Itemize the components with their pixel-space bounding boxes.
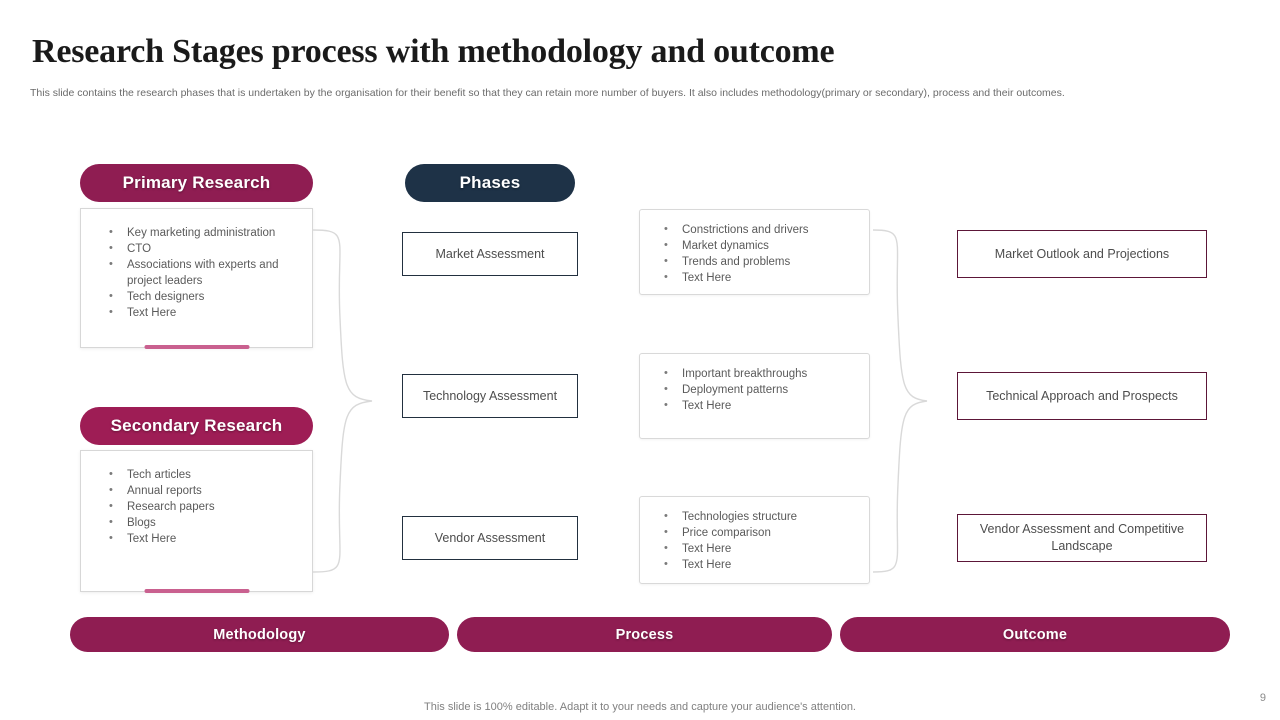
phases-label: Phases (459, 173, 521, 192)
list-item: Annual reports (95, 482, 300, 499)
list-item: Text Here (95, 530, 300, 547)
footer-note: This slide is 100% editable. Adapt it to… (424, 701, 856, 713)
outcome-box-technical-approach: Technical Approach and Prospects (957, 372, 1207, 420)
bottom-bar-methodology-label: Methodology (213, 626, 306, 643)
page-title: Research Stages process with methodology… (32, 33, 835, 70)
list-item: Text Here (652, 540, 859, 557)
list-item: Associations with experts and project le… (95, 256, 300, 289)
process-list: Technologies structure Price comparison … (640, 497, 869, 573)
page-subtitle: This slide contains the research phases … (30, 87, 1065, 99)
list-item: Price comparison (652, 524, 859, 541)
list-item: Blogs (95, 514, 300, 531)
outcome-box-market-outlook: Market Outlook and Projections (957, 230, 1207, 278)
list-item: Text Here (652, 397, 859, 414)
list-item: Research papers (95, 498, 300, 515)
bottom-bar-process: Process (457, 617, 832, 652)
list-item: Deployment patterns (652, 381, 859, 398)
secondary-research-label: Secondary Research (110, 416, 283, 435)
process-card-technology: Important breakthroughs Deployment patte… (639, 353, 870, 439)
list-item: Tech articles (95, 466, 300, 483)
phase-box-technology-assessment: Technology Assessment (402, 374, 578, 418)
secondary-research-card: Tech articles Annual reports Research pa… (80, 450, 313, 593)
page-number: 9 (1259, 692, 1266, 704)
primary-research-card: Key marketing administration CTO Associa… (80, 208, 313, 349)
phase-box-market-assessment: Market Assessment (402, 232, 578, 276)
accent-underline (144, 589, 249, 593)
list-item: Text Here (652, 269, 859, 286)
process-list: Constrictions and drivers Market dynamic… (640, 210, 869, 286)
list-item: Text Here (652, 556, 859, 573)
phase-box-vendor-assessment: Vendor Assessment (402, 516, 578, 560)
secondary-research-header: Secondary Research (80, 407, 313, 445)
brace-connector-left (312, 229, 373, 573)
brace-connector-right (872, 229, 928, 573)
secondary-research-list: Tech articles Annual reports Research pa… (81, 451, 312, 547)
list-item: Key marketing administration (95, 224, 300, 241)
list-item: Important breakthroughs (652, 365, 859, 382)
process-card-vendor: Technologies structure Price comparison … (639, 496, 870, 584)
primary-research-label: Primary Research (122, 173, 271, 192)
primary-research-list: Key marketing administration CTO Associa… (81, 209, 312, 321)
bottom-bar-outcome-label: Outcome (1002, 626, 1068, 643)
list-item: Constrictions and drivers (652, 221, 859, 238)
list-item: Trends and problems (652, 253, 859, 270)
list-item: Market dynamics (652, 237, 859, 254)
accent-underline (144, 345, 249, 349)
bottom-bar-process-label: Process (615, 626, 674, 643)
process-list: Important breakthroughs Deployment patte… (640, 354, 869, 414)
outcome-box-vendor-assessment: Vendor Assessment and Competitive Landsc… (957, 514, 1207, 562)
process-card-market: Constrictions and drivers Market dynamic… (639, 209, 870, 295)
primary-research-header: Primary Research (80, 164, 313, 202)
bottom-bar-methodology: Methodology (70, 617, 449, 652)
bottom-bar-outcome: Outcome (840, 617, 1230, 652)
list-item: Text Here (95, 304, 300, 321)
list-item: CTO (95, 240, 300, 257)
list-item: Technologies structure (652, 508, 859, 525)
phases-header: Phases (405, 164, 575, 202)
list-item: Tech designers (95, 288, 300, 305)
